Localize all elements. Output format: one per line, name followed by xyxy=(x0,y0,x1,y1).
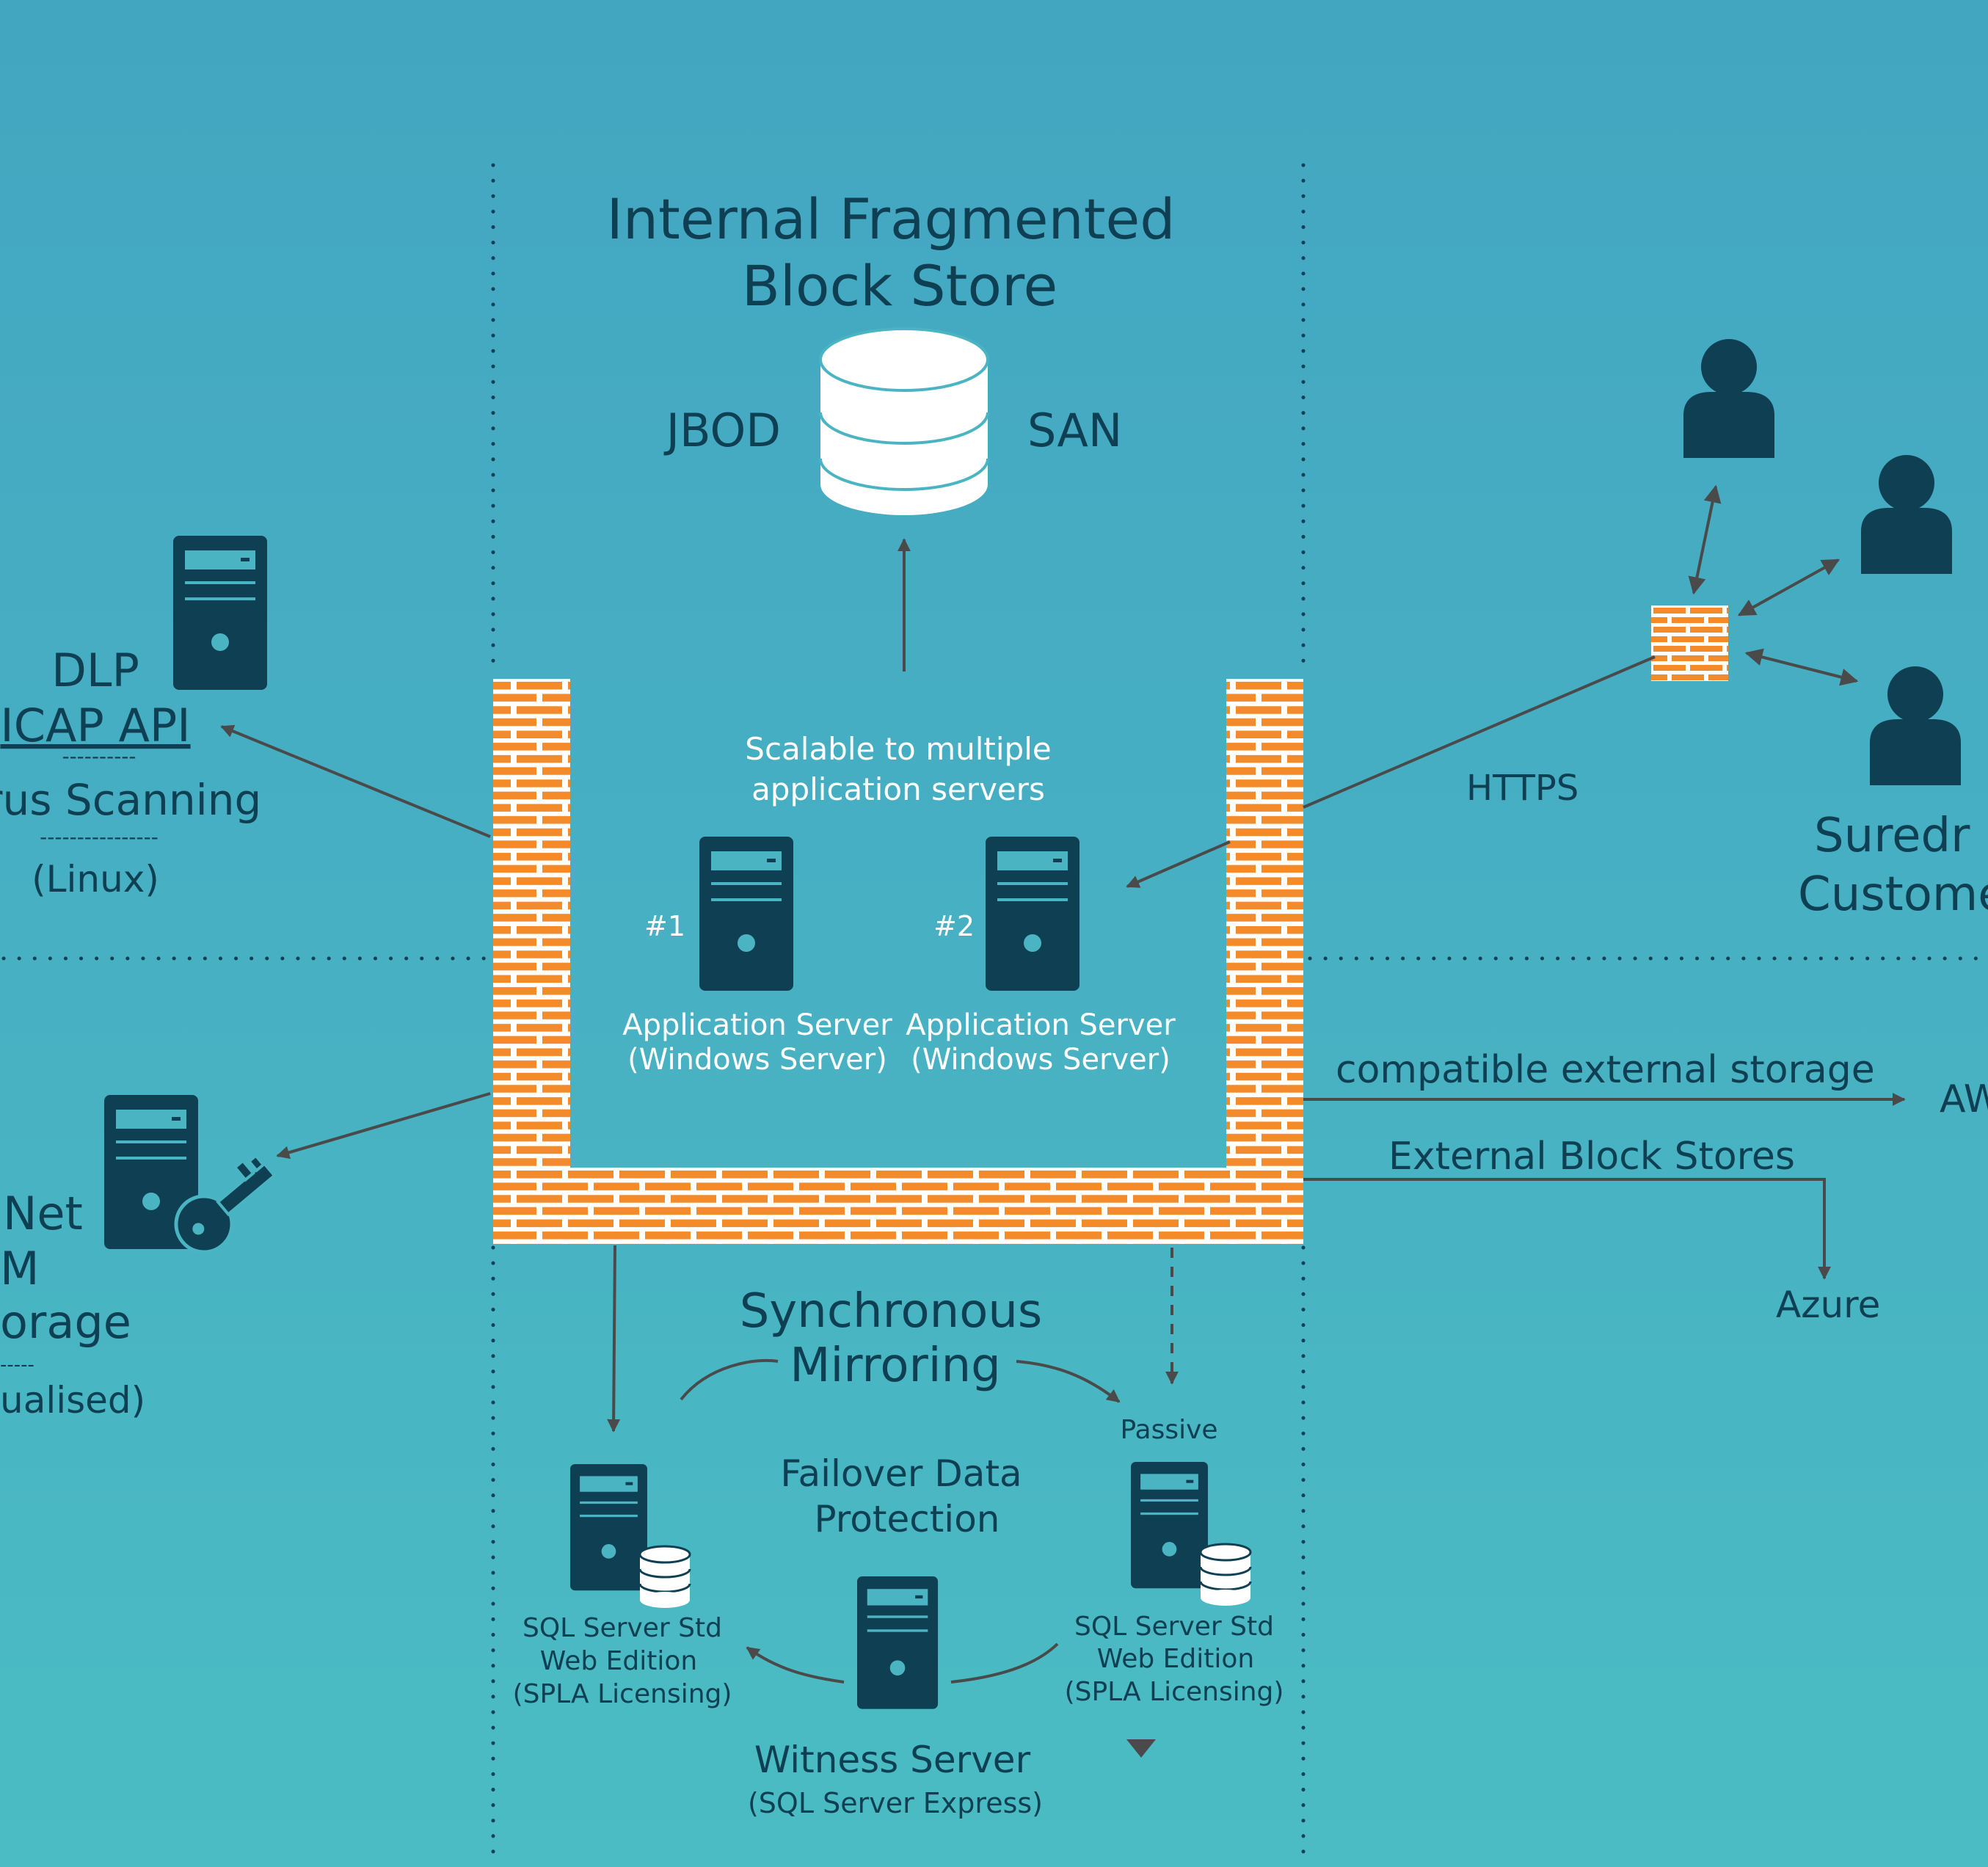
dlp-scanning: rus Scanning xyxy=(0,775,261,825)
sql-right-line3: (SPLA Licensing) xyxy=(1065,1677,1284,1707)
zone-boundaries xyxy=(1,163,1987,1866)
dlp-divider-1: ---------- xyxy=(62,744,136,768)
failover-line2: Protection xyxy=(815,1498,1000,1540)
dlp-title: DLP xyxy=(51,644,139,697)
https-label: HTTPS xyxy=(1466,768,1579,809)
hsm-line1: Net xyxy=(3,1187,83,1240)
arrow-https-to-app xyxy=(1303,655,1656,809)
scalable-line2: application servers xyxy=(751,771,1045,807)
firewall-left-wall xyxy=(493,679,570,1244)
customer-person-2-icon xyxy=(1861,455,1952,574)
sql-right-line2: Web Edition xyxy=(1097,1644,1255,1674)
sql-left-line1: SQL Server Std xyxy=(523,1613,722,1643)
firewall-right-wall xyxy=(1226,679,1303,1244)
customer-person-3-icon xyxy=(1870,666,1961,785)
sql-server-left-icon xyxy=(570,1464,647,1591)
san-label: SAN xyxy=(1027,404,1122,457)
sql-left-database-icon xyxy=(638,1545,691,1609)
arrow-witness-right xyxy=(950,1642,1059,1684)
app-server-2-number: #2 xyxy=(933,910,975,942)
dlp-os: (Linux) xyxy=(32,858,159,900)
arrow-customer-1 xyxy=(1688,484,1722,595)
witness-line1: Witness Server xyxy=(754,1739,1031,1781)
arrow-to-dlp xyxy=(220,724,491,838)
arrow-mirror-right xyxy=(1016,1360,1121,1403)
key-icon xyxy=(174,1153,277,1254)
arrow-witness-left xyxy=(746,1646,845,1684)
app-server-2-os: (Windows Server) xyxy=(911,1043,1170,1077)
witness-server-icon xyxy=(857,1576,939,1709)
arrow-customer-3 xyxy=(1744,648,1859,686)
hsm-line4: ualised) xyxy=(0,1379,145,1422)
external-storage-label: compatible external storage xyxy=(1336,1048,1875,1092)
app-server-2-icon xyxy=(986,837,1079,991)
customers-line1: Suredr xyxy=(1814,809,1970,863)
failover-line1: Failover Data xyxy=(780,1452,1022,1495)
azure-label: Azure xyxy=(1776,1284,1880,1326)
sql-left-line2: Web Edition xyxy=(540,1646,698,1676)
witness-line2: (SQL Server Express) xyxy=(748,1787,1043,1819)
arrow-witness-down-head xyxy=(1126,1739,1156,1758)
app-server-1-number: #1 xyxy=(644,910,685,942)
app-server-1-name: Application Server xyxy=(622,1008,892,1042)
firewall-u xyxy=(493,679,1303,1244)
hsm-divider: ----- xyxy=(0,1354,34,1376)
firewall-bottom-wall xyxy=(493,1168,1303,1244)
arrow-to-azure xyxy=(1303,1178,1831,1280)
small-firewall xyxy=(1651,605,1728,681)
dlp-divider-2: ---------------- xyxy=(40,825,159,849)
dlp-icap: ICAP API xyxy=(0,699,190,752)
arrow-to-sql-left xyxy=(607,1245,621,1433)
mirroring-line1: Synchronous xyxy=(740,1284,1043,1339)
arrow-customer-2 xyxy=(1737,558,1840,616)
sql-server-right-icon xyxy=(1131,1462,1208,1589)
mirroring-line2: Mirroring xyxy=(790,1339,1001,1393)
arrow-https-into-zone xyxy=(1126,840,1231,888)
hsm-line2: M xyxy=(0,1242,40,1295)
jbod-label: JBOD xyxy=(663,404,781,457)
scalable-line1: Scalable to multiple xyxy=(745,731,1051,767)
arrows xyxy=(220,484,1906,1684)
aws-label: AW xyxy=(1940,1077,1988,1121)
app-server-1-os: (Windows Server) xyxy=(627,1043,887,1077)
sql-left-line3: (SPLA Licensing) xyxy=(513,1679,732,1709)
customer-person-1-icon xyxy=(1683,339,1774,458)
app-server-2-name: Application Server xyxy=(906,1008,1176,1042)
app-server-1-icon xyxy=(699,837,793,991)
sql-right-line1: SQL Server Std xyxy=(1074,1612,1274,1642)
customers-line2: Custome xyxy=(1798,867,1988,922)
sql-right-database-icon xyxy=(1199,1543,1252,1607)
arrow-to-hsm xyxy=(276,1092,491,1160)
store-title-line1: Internal Fragmented xyxy=(606,186,1175,252)
external-block-stores-label: External Block Stores xyxy=(1388,1135,1795,1179)
passive-label: Passive xyxy=(1120,1415,1217,1445)
hsm-line3: orage xyxy=(0,1295,131,1349)
dlp-server-icon xyxy=(173,536,267,690)
arrow-mirror-left xyxy=(680,1358,779,1401)
database-icon xyxy=(819,327,989,515)
store-title-line2: Block Store xyxy=(742,253,1058,319)
